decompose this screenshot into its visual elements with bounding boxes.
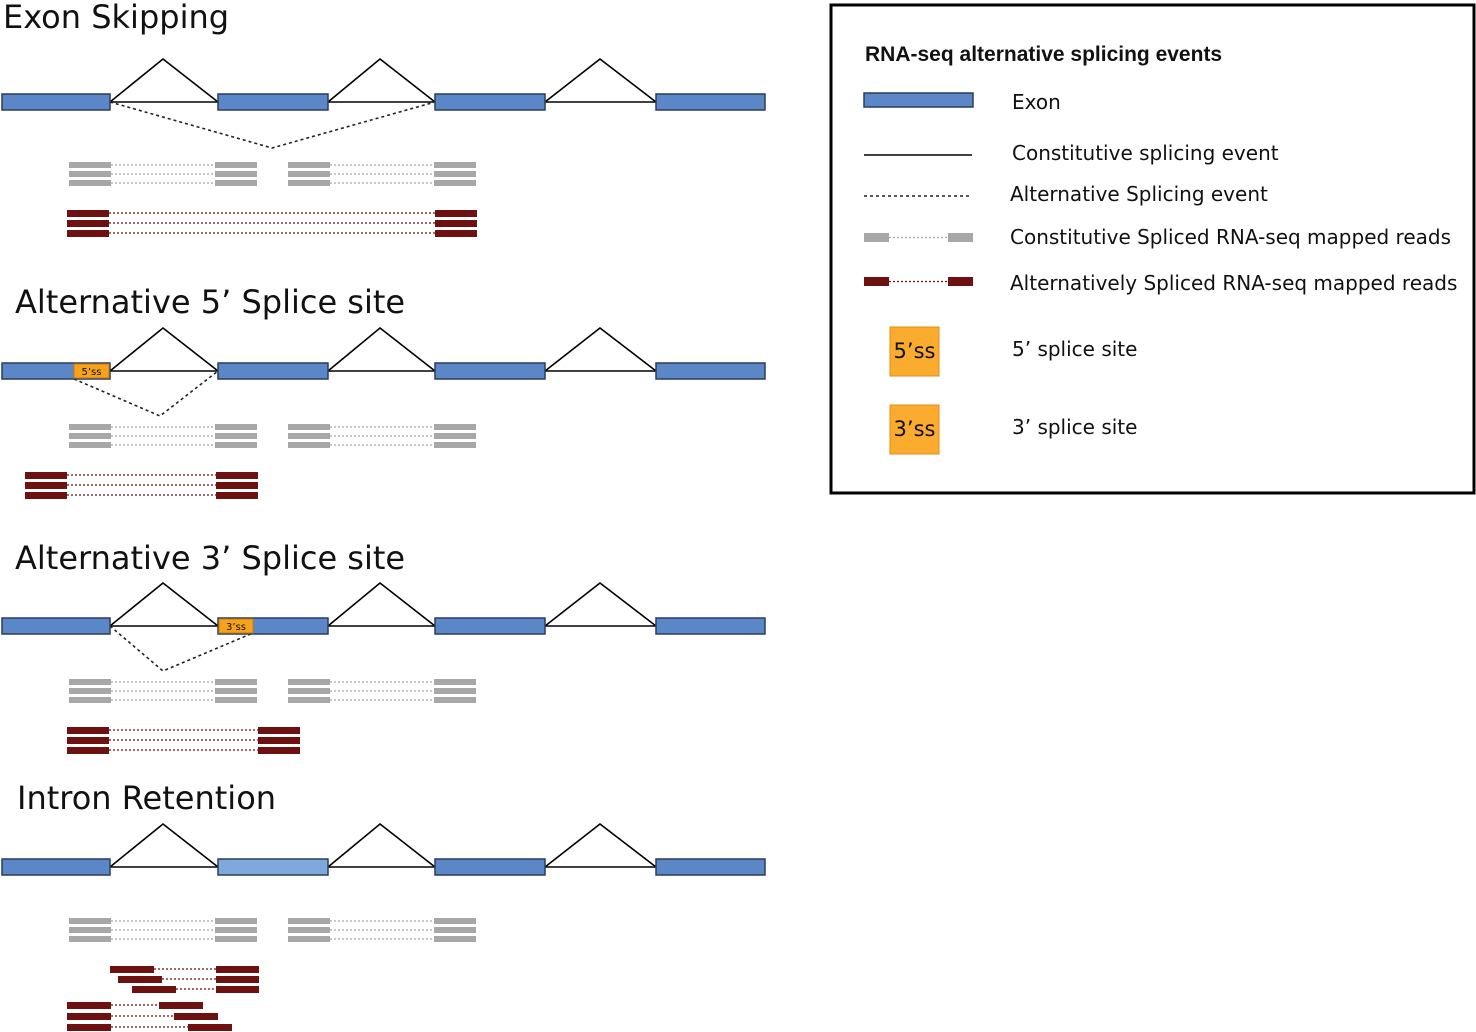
exon <box>1 617 111 635</box>
five-prime-site-swatch-label: 5’ss <box>894 339 936 363</box>
five-prime-splice-site <box>73 363 110 379</box>
exon <box>217 362 329 380</box>
legend-item-alternative-splicing: Alternative Splicing event <box>864 182 1268 206</box>
constitutive-reads <box>69 424 476 448</box>
exon <box>434 858 546 876</box>
panel-alt-5ss: Alternative 5’ Splice site 5’ss <box>1 283 766 499</box>
legend-item-exon: Exon <box>863 90 1061 114</box>
exon <box>217 93 329 111</box>
alternative-splice-path <box>109 101 436 149</box>
legend-item-constitutive-splicing: Constitutive splicing event <box>864 141 1279 165</box>
panel-title: Intron Retention <box>17 779 276 817</box>
alternative-reads <box>67 966 259 1031</box>
alternative-reads <box>25 472 258 499</box>
exon <box>655 617 766 635</box>
legend-label: Constitutive splicing event <box>1012 141 1279 165</box>
red-read-icon <box>864 277 889 286</box>
alternative-reads <box>67 210 477 237</box>
constitutive-reads <box>69 679 476 703</box>
legend-label: Exon <box>1012 90 1061 114</box>
constitutive-reads <box>69 162 476 186</box>
exon <box>655 93 766 111</box>
panel-title: Alternative 3’ Splice site <box>15 539 405 577</box>
exon <box>434 362 546 380</box>
panel-alt-3ss: Alternative 3’ Splice site 3’ss <box>1 539 766 754</box>
grey-read-icon <box>864 233 889 242</box>
alternative-splice-path <box>109 625 254 672</box>
three-prime-site-label: 3’ss <box>226 622 246 633</box>
five-prime-site-label: 5’ss <box>82 367 102 378</box>
exon-swatch <box>863 92 974 108</box>
exon <box>655 362 766 380</box>
red-read-icon <box>948 277 973 286</box>
legend-box <box>829 3 1476 495</box>
legend-item-3ss: 3’ss 3’ splice site <box>889 404 1137 455</box>
panel-intron-retention: Intron Retention <box>1 779 766 1031</box>
legend-label: 3’ splice site <box>1012 415 1137 439</box>
legend-item-alternative-reads: Alternatively Spliced RNA-seq mapped rea… <box>864 271 1457 295</box>
exon <box>434 93 546 111</box>
alternative-splice-path <box>73 370 219 417</box>
exon <box>434 617 546 635</box>
grey-read-icon <box>948 233 973 242</box>
panel-title: Exon Skipping <box>3 0 229 36</box>
legend-item-constitutive-reads: Constitutive Spliced RNA-seq mapped read… <box>864 225 1451 249</box>
panel-exon-skipping: Exon Skipping <box>1 0 766 237</box>
three-prime-site-swatch-label: 3’ss <box>894 417 936 441</box>
panel-title: Alternative 5’ Splice site <box>15 283 405 321</box>
legend-item-5ss: 5’ss 5’ splice site <box>889 326 1137 377</box>
exon <box>655 858 766 876</box>
constitutive-reads <box>69 918 476 942</box>
five-prime-site-swatch <box>889 326 940 377</box>
legend-label: 5’ splice site <box>1012 337 1137 361</box>
exon <box>1 93 111 111</box>
legend-label: Alternatively Spliced RNA-seq mapped rea… <box>1010 271 1457 295</box>
three-prime-splice-site <box>218 618 254 634</box>
three-prime-site-swatch <box>889 404 940 455</box>
legend-label: Alternative Splicing event <box>1010 182 1268 206</box>
legend-label: Constitutive Spliced RNA-seq mapped read… <box>1010 225 1451 249</box>
legend: RNA-seq alternative splicing events Exon… <box>829 3 1476 495</box>
exon <box>1 858 111 876</box>
alternative-reads <box>67 727 300 754</box>
legend-title: RNA-seq alternative splicing events <box>865 43 1222 66</box>
retained-exon <box>217 858 329 876</box>
